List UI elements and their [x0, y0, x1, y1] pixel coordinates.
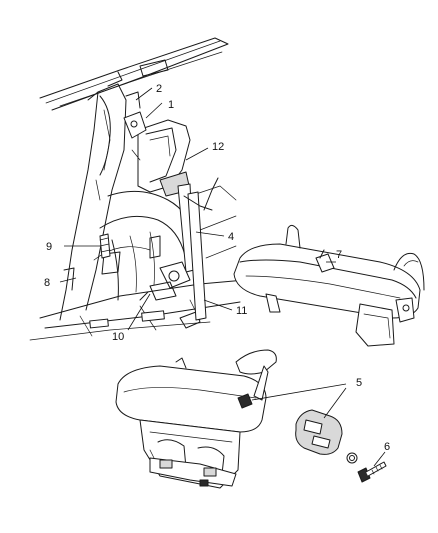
- seat-belt-webbing: [177, 177, 219, 321]
- leader-lines: [59, 87, 386, 467]
- callout-5: 5: [356, 377, 362, 389]
- callout-8: 8: [44, 277, 50, 289]
- callout-9: 9: [46, 241, 52, 253]
- callout-11: 11: [236, 305, 247, 317]
- callout-1: 1: [168, 99, 174, 111]
- callout-4: 4: [228, 231, 234, 243]
- callout-labels: 1 2 4 5 6 7 8 9 10 11 12: [44, 83, 390, 453]
- front-seat-assembly: [115, 349, 277, 489]
- anchor-bolt-part: [357, 461, 387, 483]
- callout-7: 7: [336, 249, 342, 261]
- callout-2: 2: [156, 83, 162, 95]
- callout-12: 12: [212, 141, 224, 153]
- lower-anchor-and-buckle: [99, 233, 191, 301]
- callout-6: 6: [384, 441, 390, 453]
- rear-bench-seat: [233, 224, 425, 347]
- vehicle-body-shell: [29, 37, 246, 341]
- seat-belt-buckle-part: [295, 409, 358, 464]
- callout-10: 10: [112, 331, 124, 343]
